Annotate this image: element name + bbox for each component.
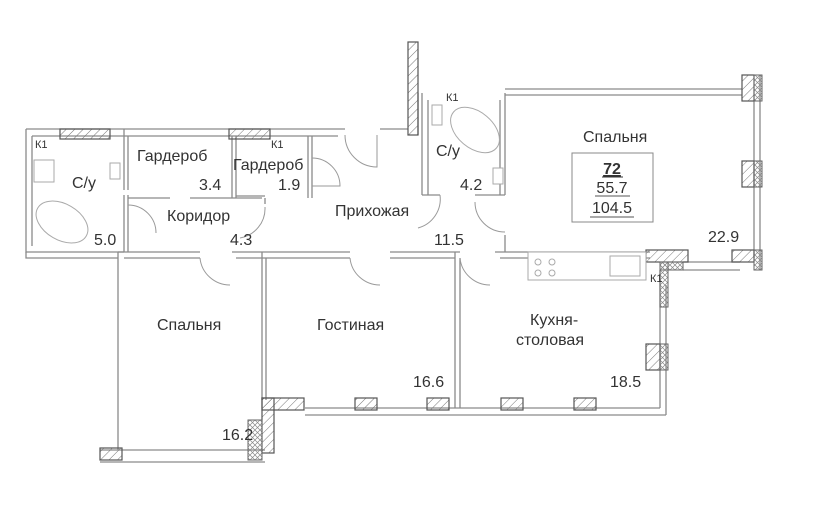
room-area-kitchen: 18.5 [610,374,641,391]
interior-walls [25,93,650,408]
structural-columns [59,41,763,461]
room-name-wardrobe-2: Гардероб [233,157,303,174]
room-area-bedroom-2: 16.2 [222,427,253,444]
outer-walls [25,75,761,463]
apartment-number: 72 [603,161,621,178]
stove-icon [534,258,542,266]
kitchen-sink-icon [609,255,641,277]
room-area-bathroom-2: 4.2 [460,177,482,194]
room-name-corridor: Коридор [167,208,230,225]
room-area-wardrobe-1: 3.4 [199,177,221,194]
sink-icon [492,167,504,185]
room-area-corridor: 4.3 [230,232,252,249]
room-name-bedroom-1: Спальня [583,129,647,146]
room-name-bedroom-2: Спальня [157,317,221,334]
room-name-living-room: Гостиная [317,317,384,334]
room-name-kitchen-2: столовая [516,332,584,349]
room-area-hallway: 11.5 [434,232,464,249]
total-area: 104.5 [592,200,632,217]
toilet-icon [33,159,55,183]
room-name-bathroom-2: С/у [436,143,460,160]
shaft-label: К1 [446,92,459,104]
room-name-bathroom-1: С/у [72,175,96,192]
room-area-bathroom-1: 5.0 [94,232,116,249]
bathtub-icon [450,106,500,154]
shaft-label: К1 [271,139,284,151]
fixtures [33,104,647,281]
room-area-bedroom-1: 22.9 [708,229,739,246]
shaft-label: К1 [35,139,48,151]
shaft-label: К1 [650,273,663,285]
room-area-living-room: 16.6 [413,374,444,391]
room-name-wardrobe-1: Гардероб [137,148,207,165]
room-name-hallway: Прихожая [335,203,409,220]
apartment-info-box: 72 55.7 104.5 [571,152,654,223]
room-area-wardrobe-2: 1.9 [278,177,300,194]
living-area: 55.7 [596,180,627,197]
toilet-icon [431,104,443,126]
bathtub-icon [35,200,89,244]
room-name-kitchen: Кухня- [530,312,578,329]
sink-icon [109,162,121,180]
